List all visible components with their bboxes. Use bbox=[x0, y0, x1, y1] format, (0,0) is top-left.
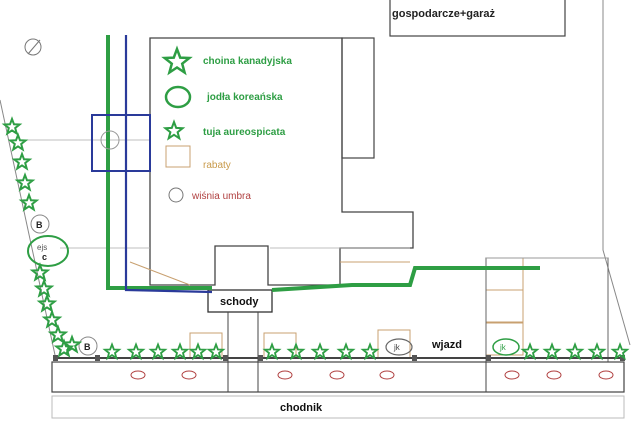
jk-icon bbox=[492, 338, 520, 356]
utility-line-blue bbox=[124, 35, 213, 294]
outbuilding-label: gospodarcze+garaż bbox=[392, 8, 496, 20]
inspection-box bbox=[91, 114, 151, 172]
thuja-icon bbox=[33, 278, 55, 298]
thuja-icon bbox=[7, 132, 29, 152]
tree-b-icon bbox=[30, 214, 50, 234]
thuja-icon bbox=[36, 293, 58, 313]
legend-label-1: jodła koreańska bbox=[206, 92, 283, 103]
stairs bbox=[207, 289, 273, 313]
thuja-icon bbox=[18, 192, 40, 212]
thuja-icon bbox=[14, 172, 36, 192]
tree-b2-icon bbox=[78, 336, 98, 356]
thuja-icon bbox=[206, 341, 226, 361]
ejs-label: ejs bbox=[37, 243, 47, 252]
thuja-row-street bbox=[102, 341, 630, 361]
legend-label-2: tuja aureospicata bbox=[203, 127, 286, 138]
thuja-icon bbox=[47, 324, 69, 344]
thuja-icon bbox=[188, 341, 208, 361]
thuja-icon bbox=[148, 341, 168, 361]
legend-label-0: choina kanadyjska bbox=[203, 56, 292, 67]
thuja-row-left bbox=[1, 116, 83, 358]
flowerbed-legend-icon bbox=[165, 145, 191, 168]
water-line-green bbox=[106, 35, 212, 290]
outbuilding bbox=[389, 0, 566, 37]
thuja-icon bbox=[41, 309, 63, 329]
legend-label-3: rabaty bbox=[203, 160, 231, 171]
thuja-legend-icon bbox=[162, 119, 186, 141]
jk-icon bbox=[385, 338, 413, 356]
thuja-icon bbox=[542, 341, 562, 361]
property-boundary-right bbox=[602, 0, 631, 346]
tree-c-label: c bbox=[42, 252, 47, 262]
spruce-legend-icon bbox=[161, 45, 193, 76]
thuja-icon bbox=[170, 341, 190, 361]
thuja-icon bbox=[53, 338, 75, 358]
thuja-icon bbox=[29, 262, 51, 282]
thuja-icon bbox=[126, 341, 146, 361]
thuja-icon bbox=[336, 341, 356, 361]
green-strip bbox=[51, 361, 625, 393]
thuja-icon bbox=[360, 341, 380, 361]
jk-label: jk bbox=[393, 343, 401, 352]
thuja-icon bbox=[520, 341, 540, 361]
fir-korean-icon bbox=[27, 235, 69, 267]
sidewalk bbox=[51, 395, 625, 419]
thuja-icon bbox=[61, 334, 83, 354]
property-boundary-left bbox=[0, 99, 56, 356]
thuja-icon bbox=[11, 151, 33, 171]
terrace-line bbox=[129, 261, 191, 286]
cherry-trees bbox=[130, 370, 614, 380]
house-annex bbox=[341, 37, 375, 159]
compass-icon bbox=[24, 38, 42, 56]
thuja-icon bbox=[286, 341, 306, 361]
thuja-icon bbox=[565, 341, 585, 361]
thuja-icon bbox=[610, 341, 630, 361]
thuja-icon bbox=[1, 116, 23, 136]
fence-posts bbox=[53, 355, 625, 361]
stairs-label: schody bbox=[220, 296, 259, 308]
thuja-icon bbox=[102, 341, 122, 361]
legend-label-4: wiśnia umbra bbox=[191, 191, 251, 202]
cherry-legend-icon bbox=[168, 187, 184, 203]
jk-label: jk bbox=[499, 343, 507, 352]
legend: choina kanadyjska jodła koreańska tuja a… bbox=[161, 45, 292, 203]
thuja-icon bbox=[587, 341, 607, 361]
tree-b-label: B bbox=[36, 220, 43, 230]
water-line-green-2 bbox=[271, 266, 540, 292]
manhole-icon bbox=[100, 130, 120, 150]
tree-b2-label: B bbox=[84, 342, 91, 352]
driveway-label: wjazd bbox=[431, 339, 462, 351]
fir-legend-icon bbox=[164, 85, 192, 109]
sidewalk-label: chodnik bbox=[280, 402, 323, 414]
thuja-icon bbox=[262, 341, 282, 361]
thuja-icon bbox=[310, 341, 330, 361]
